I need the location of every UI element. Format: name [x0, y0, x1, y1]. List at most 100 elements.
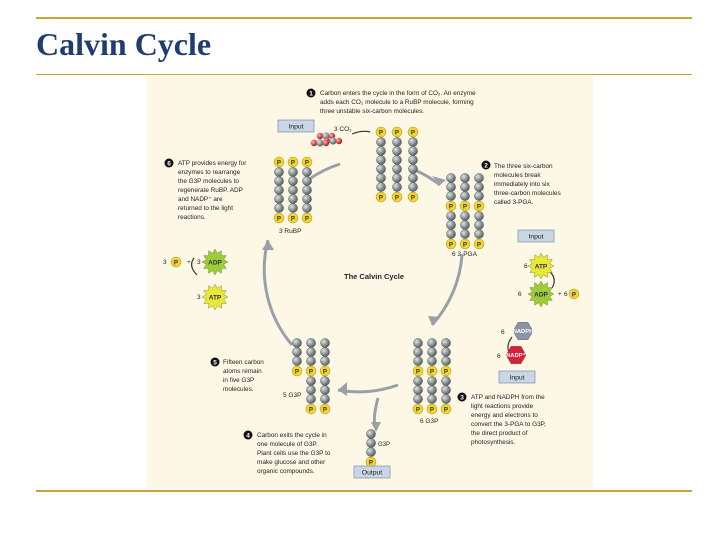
- carbon-atom: [392, 182, 402, 192]
- right-energy-arrow: [547, 269, 555, 289]
- phosphate-group: [426, 403, 438, 415]
- step2-text: called 3-PGA.: [494, 199, 534, 206]
- atp-star-left-label: ATP: [209, 294, 222, 301]
- phosphate-label: P: [477, 203, 481, 210]
- carbon-atom: [292, 347, 302, 357]
- carbon-atom: [413, 338, 423, 348]
- step-number: 4: [246, 432, 250, 439]
- step2-text: immediately into six: [494, 181, 551, 188]
- phosphate-label: P: [572, 291, 576, 298]
- carbon-atom: [366, 429, 376, 439]
- phosphate-group: [445, 238, 457, 250]
- diagram-panel: [147, 76, 593, 488]
- input-energy-box-label: Input: [528, 234, 543, 241]
- carbon-atom: [413, 347, 423, 357]
- phosphate-label: P: [477, 241, 481, 248]
- carbon-atom: [413, 356, 423, 366]
- carbon-atom: [441, 356, 451, 366]
- phosphate-group: [407, 191, 419, 203]
- step-number: 6: [167, 160, 171, 167]
- phosphate-group: [440, 403, 452, 415]
- step5-text: atoms remain: [223, 368, 262, 375]
- bottom-rule: [36, 490, 692, 492]
- carbon-atom: [376, 182, 386, 192]
- carbon-atom: [460, 229, 470, 239]
- carbon-atom: [460, 182, 470, 192]
- carbon-atom: [446, 220, 456, 230]
- phosphate-label: P: [309, 406, 313, 413]
- step1-text: adds each CO₂ molecule to a RuBP molecul…: [320, 99, 474, 106]
- nadph-hex: [512, 322, 534, 340]
- step5-text: Fifteen carbon: [223, 359, 264, 366]
- carbon-atom: [474, 211, 484, 221]
- phosphate-group: [305, 403, 317, 415]
- phosphate-group: [273, 156, 285, 168]
- atp-count: 6: [524, 263, 528, 270]
- phosphate-group: [287, 156, 299, 168]
- atp-star-left: [201, 283, 229, 311]
- step-number: 1: [309, 90, 313, 97]
- phosphate-group: [459, 200, 471, 212]
- center-label: The Calvin Cycle: [344, 272, 404, 281]
- carbon-atom: [413, 376, 423, 386]
- carbon-atom: [376, 155, 386, 165]
- arc-right: [430, 254, 464, 327]
- nadp-count: 6: [497, 353, 501, 360]
- slide-title: Calvin Cycle: [36, 26, 212, 62]
- phosphate-label: P: [411, 194, 415, 201]
- step-number-badge: [164, 158, 174, 168]
- oxygen-atom: [322, 139, 330, 147]
- step4-text: one molecule of G3P.: [257, 441, 318, 448]
- carbon-atom: [376, 173, 386, 183]
- left-atp-count: 3: [197, 294, 201, 301]
- step1-text: Carbon enters the cycle in the form of C…: [320, 90, 476, 97]
- phosphate-group: [459, 238, 471, 250]
- nadp-hex-label: NADP⁺: [506, 352, 526, 359]
- carbon-atom: [408, 182, 418, 192]
- pga-label: 6 3-PGA: [452, 251, 478, 258]
- carbon-atom: [441, 376, 451, 386]
- step6-text: reactions.: [178, 214, 206, 221]
- phosphate-label: P: [291, 159, 295, 166]
- carbon-atom: [320, 356, 330, 366]
- phosphate-label: P: [416, 406, 420, 413]
- carbon-atom: [460, 220, 470, 230]
- phosphate-group: [473, 200, 485, 212]
- carbon-atom: [306, 385, 316, 395]
- phosphate-label: P: [411, 129, 415, 136]
- carbon-atom: [408, 173, 418, 183]
- carbon-atom: [427, 376, 437, 386]
- phosphate-group: [170, 256, 182, 268]
- step4-text: Plant cells use the G3P to: [257, 450, 331, 457]
- carbon-atom: [392, 137, 402, 147]
- phosphate-label: P: [305, 159, 309, 166]
- left-plus: +: [187, 259, 191, 266]
- carbon-atom: [306, 394, 316, 404]
- phosphate-group: [273, 212, 285, 224]
- carbon-atom: [446, 229, 456, 239]
- step5-text: molecules.: [223, 386, 254, 393]
- nadp-hex: [505, 346, 527, 364]
- carbon-atom: [392, 146, 402, 156]
- phosphate-group: [305, 365, 317, 377]
- carbon-atom: [292, 338, 302, 348]
- step4-text: Carbon exits the cycle in: [257, 432, 327, 439]
- step-number-badge: [481, 160, 491, 170]
- carbon-atom: [274, 185, 284, 195]
- carbon-atom: [288, 185, 298, 195]
- carbon-atom: [446, 211, 456, 221]
- carbon-atom: [274, 167, 284, 177]
- phosphate-label: P: [395, 194, 399, 201]
- rubp-label: 3 RuBP: [279, 228, 301, 235]
- carbon-atom: [446, 191, 456, 201]
- carbon-atom: [446, 182, 456, 192]
- carbon-atom: [316, 139, 324, 147]
- arrowhead: [262, 240, 274, 250]
- carbon-atom: [302, 176, 312, 186]
- carbon-atom: [292, 356, 302, 366]
- carbon-atom: [302, 167, 312, 177]
- phosphate-label: P: [444, 406, 448, 413]
- carbon-atom: [366, 447, 376, 457]
- carbon-atom: [441, 385, 451, 395]
